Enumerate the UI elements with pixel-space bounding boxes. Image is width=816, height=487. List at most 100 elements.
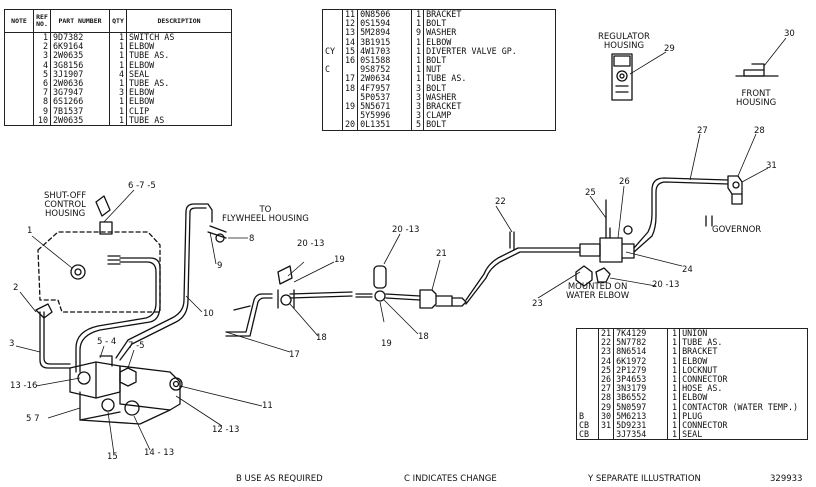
- qty-cell: 1: [667, 365, 680, 376]
- part-number-cell: 2P1279: [613, 365, 668, 376]
- callout-20-13-center: 20 -13: [392, 225, 420, 235]
- callout-30: 30: [784, 29, 795, 39]
- callout-3: 3: [9, 339, 15, 349]
- qty-cell: 1: [411, 55, 424, 66]
- qty-cell: 1: [667, 430, 680, 440]
- callout-5-7: 5 7: [26, 414, 40, 424]
- shutoff-housing-outline: [37, 231, 161, 313]
- description-cell: TUBE AS.: [126, 78, 232, 89]
- description-cell: TUBE AS.: [679, 337, 808, 348]
- desc-header: DESCRIPTION: [126, 9, 232, 33]
- part-number-cell: 6K1972: [613, 356, 668, 366]
- qty-cell: 1: [109, 106, 127, 116]
- part-number-cell: 4F7957: [357, 83, 412, 93]
- callout-19-left: 19: [334, 255, 345, 265]
- ref-cell: 8: [33, 97, 51, 107]
- ref-cell: [341, 65, 358, 75]
- description-cell: ELBOW: [679, 356, 808, 366]
- part-number-cell: 3N3179: [613, 384, 668, 394]
- description-cell: PLUG: [679, 411, 808, 422]
- description-cell: SWITCH AS: [126, 32, 232, 43]
- front-housing-label: FRONT HOUSING: [736, 89, 777, 108]
- qty-cell: 1: [667, 374, 680, 385]
- description-cell: ELBOW: [679, 393, 808, 403]
- ref-cell: 12: [341, 18, 358, 29]
- description-cell: CONNECTOR: [679, 420, 808, 431]
- description-cell: UNION: [679, 328, 808, 339]
- part-number-cell: 0S1594: [357, 18, 412, 29]
- qty-cell: 1: [109, 97, 127, 107]
- part-number-cell: 7K4129: [613, 328, 668, 339]
- qty-cell: 3: [411, 83, 424, 93]
- note-cell: C: [325, 64, 331, 75]
- qty-cell: 9: [411, 28, 424, 38]
- callout-12-13: 12 -13: [212, 425, 240, 435]
- note-header: NOTE: [4, 9, 34, 33]
- footer-note-c: C INDICATES CHANGE: [404, 474, 497, 484]
- footer-note-b: B USE AS REQUIRED: [236, 474, 323, 484]
- qty-cell: 1: [667, 328, 680, 339]
- ref-cell: 11: [341, 9, 358, 20]
- ref-cell: 6: [33, 78, 51, 89]
- qty-cell: 1: [667, 356, 680, 366]
- description-cell: ELBOW: [423, 37, 556, 47]
- part-number-cell: 2W0635: [50, 115, 110, 126]
- part-number-cell: 2W0634: [357, 74, 412, 84]
- description-cell: ELBOW: [126, 88, 232, 98]
- ref-cell: 21: [597, 328, 614, 339]
- callout-7-5: 7 -5: [128, 341, 145, 351]
- ref-cell: 10: [33, 115, 51, 126]
- description-cell: BOLT: [423, 55, 556, 66]
- callout-19-right: 19: [381, 339, 392, 349]
- description-cell: SEAL: [126, 69, 232, 80]
- description-cell: HOSE AS.: [679, 384, 808, 394]
- callout-21: 21: [436, 249, 447, 259]
- callout-25: 25: [585, 188, 596, 198]
- description-cell: DIVERTER VALVE GP.: [423, 46, 556, 57]
- part-number-cell: 2W0636: [50, 78, 110, 89]
- note-cell: B: [579, 410, 585, 421]
- qty-cell: 1: [411, 74, 424, 84]
- qty-cell: 1: [667, 420, 680, 431]
- qty-cell: 5: [411, 120, 424, 131]
- part-number-cell: 3G8156: [50, 60, 110, 70]
- ref-cell: 31: [597, 420, 614, 431]
- qty-cell: 1: [411, 65, 424, 75]
- ref-cell: 22: [597, 337, 614, 348]
- part-number-cell: 5Y5996: [357, 111, 412, 121]
- qty-cell: 4: [109, 69, 127, 80]
- callout-22: 22: [495, 197, 506, 207]
- ref-cell: 30: [597, 411, 614, 422]
- note-cell: CB: [579, 429, 590, 440]
- description-cell: BRACKET: [423, 101, 556, 112]
- parts-table-1: NOTE REF NO. PART NUMBER QTY DESCRIPTION…: [4, 9, 232, 127]
- part-number-cell: 4W1703: [357, 46, 412, 57]
- description-cell: BOLT: [423, 83, 556, 93]
- callout-1: 1: [27, 226, 33, 236]
- description-cell: BRACKET: [423, 9, 556, 20]
- ref-cell: 17: [341, 74, 358, 84]
- part-number-cell: 3P4653: [613, 374, 668, 385]
- ref-cell: [597, 430, 614, 440]
- qty-cell: 1: [109, 51, 127, 61]
- callout-14-13: 14 - 13: [144, 448, 175, 458]
- description-cell: CLAMP: [423, 111, 556, 121]
- regulator-housing-label: REGULATOR HOUSING: [598, 32, 650, 51]
- callout-2: 2: [13, 283, 19, 293]
- part-number-cell: 0S1588: [357, 55, 412, 66]
- description-cell: TUBE AS.: [423, 74, 556, 84]
